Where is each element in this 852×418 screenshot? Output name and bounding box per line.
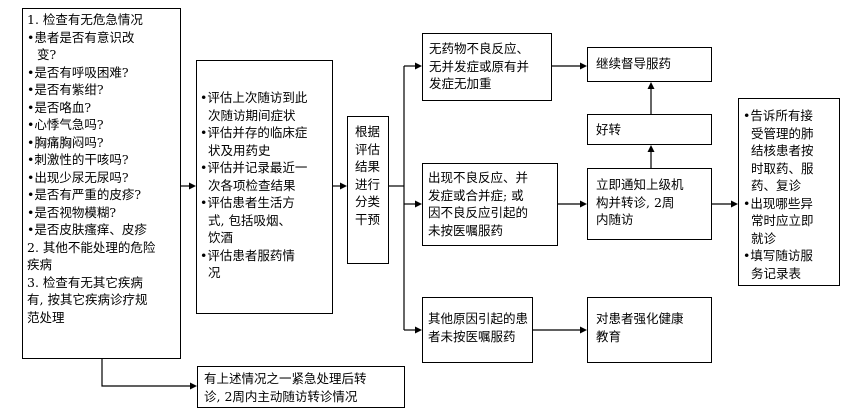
classify-text: 根据 bbox=[355, 124, 381, 139]
classify-text: 评估 bbox=[355, 141, 381, 157]
assessment-item: 况 bbox=[208, 265, 221, 280]
assessment-item: 次各项检查结果 bbox=[208, 177, 296, 193]
no-reaction-text: 发症无加重 bbox=[429, 76, 492, 91]
continue-supervision-text: 继续督导服药 bbox=[596, 56, 672, 71]
danger-item: •是否咯血? bbox=[27, 99, 92, 115]
instruction-item: 结核患者按 bbox=[751, 143, 814, 158]
instruction-item: 时取药、服 bbox=[751, 160, 814, 176]
classify-text: 进行 bbox=[355, 176, 381, 192]
emergency-referral-box: 有上述情况之一紧急处理后转 诊, 2周内主动随访转诊情况 bbox=[197, 366, 405, 408]
improved-box: 好转 bbox=[587, 114, 712, 145]
danger-item: •是否有紫绀? bbox=[27, 82, 104, 97]
assessment-item: •评估患者生活方 bbox=[200, 195, 295, 210]
instruction-item: 就诊 bbox=[751, 230, 777, 246]
assessment-item: 式, 包括吸烟、 bbox=[208, 212, 291, 228]
instruction-item: 药、复诊 bbox=[751, 178, 802, 193]
assessment-item: •评估并存的临床症 bbox=[200, 125, 308, 140]
adverse-reaction-text: 未按医嘱服药 bbox=[428, 222, 504, 238]
classify-text: 分类 bbox=[355, 194, 381, 209]
point-2-line: 2. 其他不能处理的危险 bbox=[27, 239, 156, 255]
emergency-referral-text: 有上述情况之一紧急处理后转 bbox=[204, 371, 367, 386]
adverse-reaction-text: 发症或合并症; 或 bbox=[428, 187, 524, 203]
no-reaction-text: 无药物不良反应、 bbox=[429, 41, 530, 56]
point-3-line: 3. 检查有无其它疾病 bbox=[27, 274, 143, 290]
notify-referral-text: 立即通知上级机 bbox=[596, 177, 684, 192]
assessment-box: •评估上次随访到此 次随访期间症状 •评估并存的临床症 状及用药史 •评估并记录… bbox=[196, 60, 333, 314]
notify-referral-text: 内随访 bbox=[596, 212, 634, 227]
assessment-item: 状及用药史 bbox=[208, 142, 271, 158]
danger-check-list: •患者是否有意识改 变? •是否有呼吸困难? •是否有紫绀? •是否咯血? •心… bbox=[27, 29, 180, 239]
other-reason-box: 其他原因引起的患 者未按医嘱服药 bbox=[422, 297, 533, 363]
assessment-item: 次随访期间症状 bbox=[208, 107, 296, 123]
assessment-item: •评估患者服药情 bbox=[200, 247, 295, 263]
instruction-item: 受管理的肺 bbox=[751, 125, 814, 141]
no-reaction-text: 无并发症或原有并 bbox=[429, 58, 530, 74]
emergency-referral-text: 诊, 2周内主动随访转诊情况 bbox=[204, 388, 358, 404]
patient-instructions-box: •告诉所有接 受管理的肺 结核患者按 时取药、服 药、复诊 •出现哪些异 常时应… bbox=[738, 98, 840, 286]
continue-supervision-box: 继续督导服药 bbox=[587, 47, 712, 82]
point-3-line: 范处理 bbox=[27, 309, 65, 325]
assessment-item: •评估上次随访到此 bbox=[200, 90, 308, 105]
adverse-reaction-box: 出现不良反应、并 发症或合并症; 或 因不良反应引起的 未按医嘱服药 bbox=[422, 163, 558, 246]
instruction-item: 常时应立即 bbox=[751, 213, 814, 228]
classify-box: 根据 评估 结果 进行 分类 干预 bbox=[347, 116, 389, 264]
danger-item: •是否有呼吸困难? bbox=[27, 64, 129, 80]
danger-item: •患者是否有意识改 bbox=[27, 29, 135, 45]
other-reason-text: 者未按医嘱服药 bbox=[428, 328, 516, 344]
instruction-item: •填写随访服 bbox=[743, 248, 813, 263]
danger-item: 变? bbox=[37, 47, 57, 62]
notify-referral-text: 构并转诊, 2周 bbox=[596, 194, 675, 210]
notify-referral-box: 立即通知上级机 构并转诊, 2周 内随访 bbox=[587, 168, 712, 240]
health-education-text: 对患者强化健康 bbox=[596, 311, 684, 326]
other-reason-text: 其他原因引起的患 bbox=[428, 311, 529, 326]
health-education-box: 对患者强化健康 教育 bbox=[587, 297, 712, 363]
danger-item: •是否有严重的皮疹? bbox=[27, 187, 142, 202]
instruction-item: •出现哪些异 bbox=[743, 195, 813, 211]
danger-check-title: 1. 检查有无危急情况 bbox=[27, 12, 143, 27]
instruction-item: 务记录表 bbox=[751, 265, 802, 281]
danger-item: •是否视物模糊? bbox=[27, 204, 117, 220]
assessment-item: 饮酒 bbox=[208, 230, 234, 245]
assessment-item: •评估并记录最近一 bbox=[200, 160, 308, 175]
danger-item: •心悸气急吗? bbox=[27, 117, 104, 132]
classify-text: 干预 bbox=[355, 211, 381, 227]
no-reaction-box: 无药物不良反应、 无并发症或原有并 发症无加重 bbox=[422, 33, 552, 101]
point-2-line: 疾病 bbox=[27, 257, 53, 272]
adverse-reaction-text: 因不良反应引起的 bbox=[428, 205, 529, 220]
instruction-item: •告诉所有接 bbox=[743, 108, 813, 123]
classify-text: 结果 bbox=[355, 159, 381, 174]
danger-item: •刺激性的干咳吗? bbox=[27, 152, 129, 167]
danger-item: •胸痛胸闷吗? bbox=[27, 134, 104, 150]
improved-text: 好转 bbox=[596, 122, 622, 137]
adverse-reaction-text: 出现不良反应、并 bbox=[428, 170, 529, 185]
danger-item: •是否皮肤瘙痒、皮疹 bbox=[27, 222, 147, 237]
point-3-line: 有, 按其它疾病诊疗规 bbox=[27, 292, 148, 307]
danger-item: •出现少尿无尿吗? bbox=[27, 169, 129, 185]
health-education-text: 教育 bbox=[596, 328, 622, 344]
danger-check-box: 1. 检查有无危急情况 •患者是否有意识改 变? •是否有呼吸困难? •是否有紫… bbox=[22, 8, 181, 359]
